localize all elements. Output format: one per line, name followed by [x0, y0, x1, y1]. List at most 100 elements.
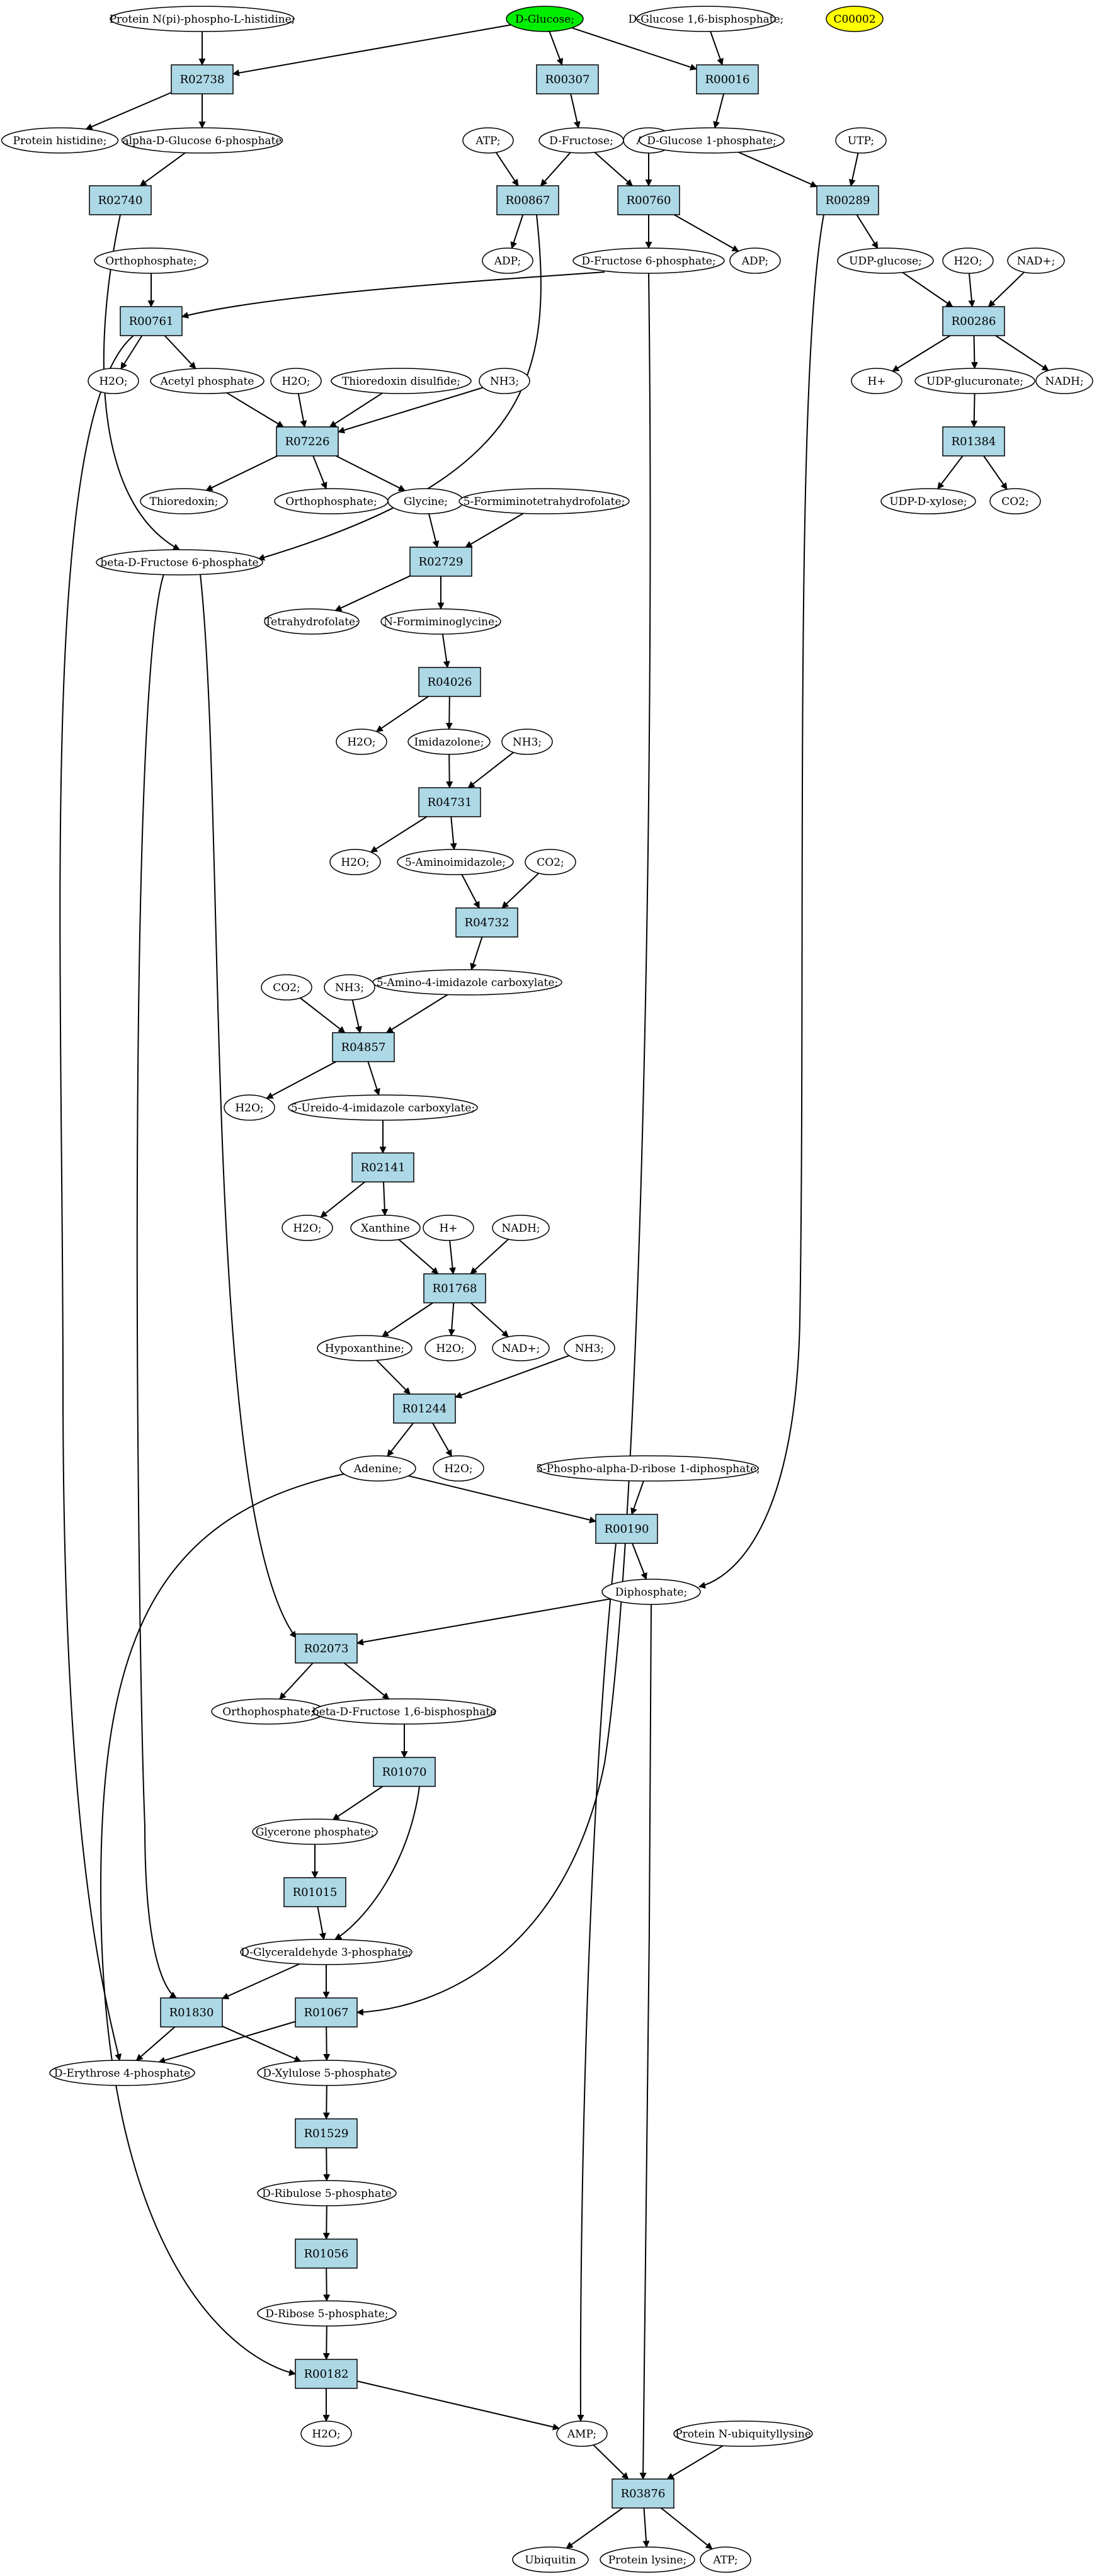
- reaction-r01070[interactable]: R01070: [373, 1757, 436, 1787]
- compound-g3p[interactable]: D-Glyceraldehyde 3-phosphate;: [240, 1939, 413, 1965]
- compound-h2o-a[interactable]: H2O;: [942, 247, 994, 274]
- compound-h2o-1[interactable]: H2O;: [88, 368, 139, 394]
- reaction-r00190[interactable]: R00190: [595, 1514, 658, 1544]
- compound-nadp[interactable]: NAD+;: [1007, 247, 1065, 274]
- compound-h2o-6[interactable]: H2O;: [282, 1215, 333, 1241]
- reaction-r02141[interactable]: R02141: [351, 1152, 414, 1183]
- compound-xanthine[interactable]: Xanthine: [350, 1215, 421, 1241]
- compound-diphosphate[interactable]: Diphosphate;: [601, 1579, 701, 1605]
- reaction-r01529[interactable]: R01529: [295, 2118, 358, 2148]
- reaction-r02740[interactable]: R02740: [89, 185, 152, 215]
- compound-thf[interactable]: Tetrahydrofolate;: [264, 608, 360, 635]
- compound-amp[interactable]: AMP;: [556, 2420, 608, 2447]
- compound-nadh2[interactable]: NADH;: [492, 1215, 550, 1241]
- compound-udpxyl[interactable]: UDP-D-xylose;: [880, 488, 976, 514]
- compound-proteinlysine[interactable]: Protein lysine;: [600, 2546, 695, 2573]
- compound-nadh1[interactable]: NADH;: [1035, 368, 1093, 394]
- compound-atp3[interactable]: ATP;: [700, 2546, 751, 2573]
- compound-nh3-2[interactable]: NH3;: [501, 729, 553, 755]
- compound-bdf16bp[interactable]: beta-D-Fructose 1,6-bisphosphate: [312, 1698, 496, 1725]
- reaction-r02073[interactable]: R02073: [295, 1633, 358, 1664]
- compound-nformglycine[interactable]: N-Formiminoglycine;: [380, 608, 501, 635]
- compound-nh3-3[interactable]: NH3;: [324, 974, 375, 1001]
- reaction-r07226[interactable]: R07226: [276, 426, 339, 457]
- compound-aglc6p[interactable]: alpha-D-Glucose 6-phosphate: [121, 127, 283, 154]
- reaction-r01056[interactable]: R01056: [295, 2238, 358, 2269]
- compound-h2o-2[interactable]: H2O;: [270, 368, 322, 394]
- compound-h2o-8[interactable]: H2O;: [433, 1455, 484, 1482]
- compound-h2o-9[interactable]: H2O;: [300, 2420, 352, 2447]
- compound-adenine[interactable]: Adenine;: [339, 1455, 416, 1482]
- compound-co2-1[interactable]: CO2;: [525, 849, 576, 875]
- compound-ortho3[interactable]: Orthophosphate;: [211, 1698, 326, 1725]
- compound-dfructose[interactable]: D-Fructose;: [538, 127, 624, 154]
- reaction-r04732[interactable]: R04732: [455, 907, 518, 938]
- reaction-r00307[interactable]: R00307: [536, 64, 599, 94]
- compound-ortho1[interactable]: Orthophosphate;: [94, 247, 208, 274]
- compound-utp[interactable]: UTP;: [835, 127, 887, 154]
- reaction-r02738[interactable]: R02738: [171, 64, 234, 94]
- compound-nh3-4[interactable]: NH3;: [564, 1335, 615, 1361]
- compound-aminoimid[interactable]: 5-Aminoimidazole;: [397, 849, 514, 875]
- compound-h2o-4[interactable]: H2O;: [329, 849, 381, 875]
- compound-hypoxanthine[interactable]: Hypoxanthine;: [317, 1335, 413, 1361]
- compound-aminoimidcarb[interactable]: 5-Amino-4-imidazole carboxylate;: [372, 969, 562, 996]
- reaction-r00289[interactable]: R00289: [816, 185, 879, 215]
- reaction-r04026[interactable]: R04026: [418, 667, 481, 697]
- compound-dglucose[interactable]: D-Glucose;: [506, 6, 584, 32]
- compound-udpgluc[interactable]: UDP-glucuronate;: [914, 368, 1035, 394]
- compound-x5p[interactable]: D-Xylulose 5-phosphate: [257, 2060, 397, 2086]
- compound-bdf6p[interactable]: beta-D-Fructose 6-phosphate: [96, 549, 263, 576]
- reaction-r03876[interactable]: R03876: [612, 2478, 674, 2509]
- compound-hplus1[interactable]: H+: [851, 368, 902, 394]
- compound-protein-histidine[interactable]: Protein histidine;: [1, 127, 119, 154]
- compound-glyceronep[interactable]: Glycerone phosphate;: [252, 1819, 378, 1845]
- compound-df6p[interactable]: D-Fructose 6-phosphate;: [572, 247, 725, 274]
- compound-imidazolone[interactable]: Imidazolone;: [407, 729, 491, 755]
- compound-formimino[interactable]: 5-Formiminotetrahydrofolate;: [458, 488, 630, 514]
- compound-thioredoxin[interactable]: Thioredoxin;: [140, 488, 228, 514]
- compound-udpglc[interactable]: UDP-glucose;: [837, 247, 934, 274]
- reaction-r01830[interactable]: R01830: [160, 1997, 223, 2028]
- compound-h2o-3[interactable]: H2O;: [336, 729, 387, 755]
- reaction-r00182[interactable]: R00182: [295, 2359, 358, 2389]
- reaction-r01015[interactable]: R01015: [283, 1877, 346, 1907]
- reaction-r00761[interactable]: R00761: [120, 306, 183, 336]
- reaction-r04731[interactable]: R04731: [418, 787, 481, 817]
- compound-glycine[interactable]: Glycine;: [387, 488, 464, 514]
- reaction-r02729[interactable]: R02729: [409, 547, 472, 577]
- compound-protnubq[interactable]: Protein N-ubiquityllysine: [673, 2420, 813, 2447]
- compound-c00002[interactable]: C00002: [826, 6, 884, 32]
- reaction-r00760[interactable]: R00760: [617, 185, 680, 215]
- reaction-r00016[interactable]: R00016: [696, 64, 759, 94]
- compound-thiodis[interactable]: Thioredoxin disulfide;: [331, 368, 472, 394]
- compound-protein-nphospho[interactable]: Protein N(pi)-phospho-L-histidine;: [110, 6, 295, 32]
- compound-h2o-5[interactable]: H2O;: [224, 1094, 275, 1121]
- reaction-r01244[interactable]: R01244: [393, 1393, 456, 1424]
- compound-adp1[interactable]: ADP;: [482, 247, 533, 274]
- compound-dglc16bp[interactable]: D-Glucose 1,6-bisphosphate;: [629, 6, 784, 32]
- reaction-r01067[interactable]: R01067: [295, 1997, 358, 2028]
- compound-ubiquitin[interactable]: Ubiquitin: [512, 2546, 589, 2573]
- compound-nadp2[interactable]: NAD+;: [492, 1335, 550, 1361]
- compound-hplus2[interactable]: H+: [423, 1215, 474, 1241]
- compound-nh3-1[interactable]: NH3;: [479, 368, 530, 394]
- compound-atp1[interactable]: ATP;: [462, 127, 514, 154]
- compound-acetylp[interactable]: Acetyl phosphate: [150, 368, 265, 394]
- reaction-r01768[interactable]: R01768: [423, 1273, 486, 1303]
- compound-ru5p[interactable]: D-Ribulose 5-phosphate: [257, 2180, 397, 2206]
- compound-prpp[interactable]: 5-Phospho-alpha-D-ribose 1-diphosphate;: [536, 1455, 760, 1482]
- compound-h2o-7[interactable]: H2O;: [424, 1335, 476, 1361]
- compound-e4p[interactable]: D-Erythrose 4-phosphate: [49, 2060, 195, 2086]
- compound-adp2[interactable]: ADP;: [729, 247, 781, 274]
- compound-r5p[interactable]: D-Ribose 5-phosphate;: [257, 2300, 397, 2327]
- compound-ortho2[interactable]: Orthophosphate;: [274, 488, 389, 514]
- reaction-r01384[interactable]: R01384: [942, 426, 1005, 457]
- compound-co2-2[interactable]: CO2;: [261, 974, 312, 1001]
- reaction-r00867[interactable]: R00867: [496, 185, 559, 215]
- compound-dglc1p[interactable]: D-Glucose 1-phosphate;: [639, 127, 785, 154]
- compound-ureidoimid[interactable]: 5-Ureido-4-imidazole carboxylate;: [288, 1094, 478, 1121]
- compound-co2-a[interactable]: CO2;: [989, 488, 1041, 514]
- reaction-r04857[interactable]: R04857: [332, 1032, 395, 1062]
- reaction-r00286[interactable]: R00286: [942, 306, 1005, 336]
